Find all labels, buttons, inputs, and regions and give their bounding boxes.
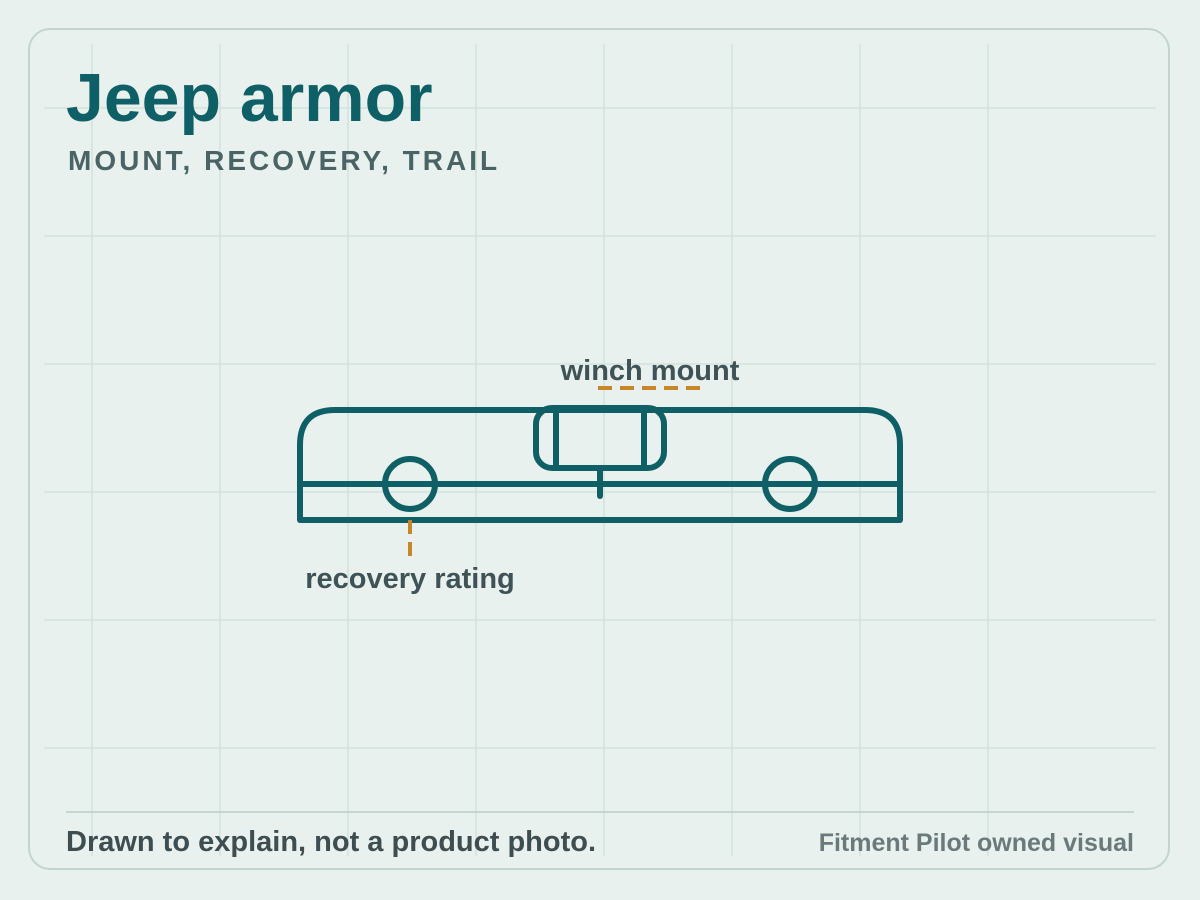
footer-disclaimer: Drawn to explain, not a product photo. <box>66 826 597 858</box>
footer-divider <box>66 811 1134 813</box>
left-recovery-point <box>382 456 438 512</box>
card-frame <box>28 28 1170 870</box>
winch-mount-plate <box>533 405 667 499</box>
page-title: Jeep armor <box>66 60 433 136</box>
winch-mount-label: winch mount <box>560 355 740 387</box>
footer-credit: Fitment Pilot owned visual <box>818 829 1134 857</box>
recovery-rating-label: recovery rating <box>305 563 515 595</box>
page-subtitle: MOUNT, RECOVERY, TRAIL <box>68 145 501 176</box>
right-recovery-point <box>762 456 818 512</box>
